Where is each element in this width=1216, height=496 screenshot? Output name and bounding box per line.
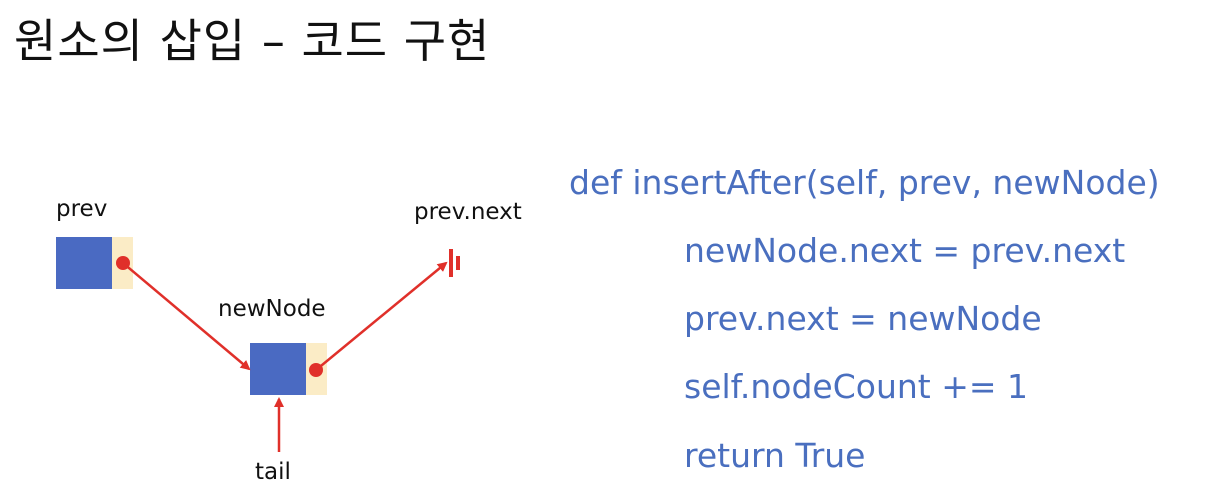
slide-title: 원소의 삽입 – 코드 구현 — [14, 14, 491, 68]
code-line-return: return True — [684, 436, 866, 475]
label-prev: prev — [56, 196, 108, 222]
linked-list-diagram — [56, 237, 460, 452]
arrow-newnode-to-prevnext — [315, 261, 448, 371]
prev-link-dot — [116, 256, 130, 270]
label-tail: tail — [255, 459, 291, 485]
code-line-prev-next: prev.next = newNode — [684, 299, 1042, 338]
new-node — [250, 343, 327, 395]
arrow-prev-to-newnode — [122, 262, 251, 371]
new-node-data-box — [250, 343, 306, 395]
code-line-newnode-next: newNode.next = prev.next — [684, 231, 1126, 270]
code-line-node-count: self.nodeCount += 1 — [684, 367, 1029, 406]
code-line-def: def insertAfter(self, prev, newNode) — [569, 163, 1160, 202]
new-node-link-dot — [309, 363, 323, 377]
label-prev-next: prev.next — [414, 199, 522, 225]
prev-node-data-box — [56, 237, 112, 289]
label-new-node: newNode — [218, 296, 326, 322]
prev-next-marker — [449, 249, 460, 277]
